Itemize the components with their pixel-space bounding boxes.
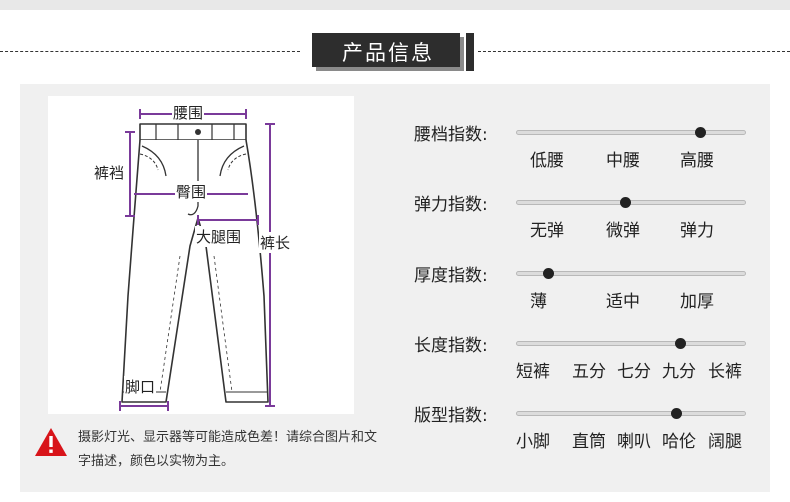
metric-label: 弹力指数: [414,195,488,215]
metric-option: 阔腿 [708,432,742,452]
metric-slider-track [516,200,746,205]
metric-selected-dot [671,408,682,419]
metric-option: 长裤 [708,362,742,382]
button-icon [195,129,201,135]
section-title-text: 产品信息 [342,41,434,65]
metric-option: 直筒 [572,432,606,452]
metric-option: 无弹 [530,221,564,241]
section-title: 产品信息 [308,33,474,71]
metric-option: 中腰 [606,151,640,171]
metric-selected-dot [675,338,686,349]
waist-label: 腰围 [172,102,205,123]
warning-triangle-icon [35,428,67,456]
metric-label: 版型指数: [414,406,488,426]
metric-option: 七分 [617,362,651,382]
metric-option: 低腰 [530,151,564,171]
metric-option: 九分 [662,362,696,382]
metric-option: 喇叭 [617,432,651,452]
metric-option: 高腰 [680,151,714,171]
metric-slider-track [516,341,746,346]
metric-label: 厚度指数: [414,266,488,286]
metric-selected-dot [543,268,554,279]
length-label: 裤长 [259,232,292,253]
metric-slider-track [516,130,746,135]
metric-slider-track [516,411,746,416]
rise-label: 裤裆 [93,162,126,183]
title-rule-right [478,51,790,52]
metric-label: 腰档指数: [414,125,488,145]
metric-option: 小脚 [516,432,550,452]
metric-option: 哈伦 [662,432,696,452]
metric-option: 加厚 [680,292,714,312]
metric-option: 薄 [530,292,547,312]
metric-option: 弹力 [680,221,714,241]
hem-label: 脚口 [124,376,157,397]
title-rule-left [0,51,300,52]
pants-diagram [119,109,275,411]
metric-option: 微弹 [606,221,640,241]
metric-label: 长度指数: [414,336,488,356]
color-disclaimer: 摄影灯光、显示器等可能造成色差！请综合图片和文字描述，颜色以实物为主。 [78,430,378,469]
metric-selected-dot [620,197,631,208]
hip-label: 臀围 [175,181,208,202]
thigh-label: 大腿围 [195,226,243,247]
top-strip [0,0,790,10]
metric-selected-dot [695,127,706,138]
metric-option: 五分 [572,362,606,382]
metric-option: 适中 [606,292,640,312]
metric-option: 短裤 [516,362,550,382]
metric-slider-track [516,271,746,276]
